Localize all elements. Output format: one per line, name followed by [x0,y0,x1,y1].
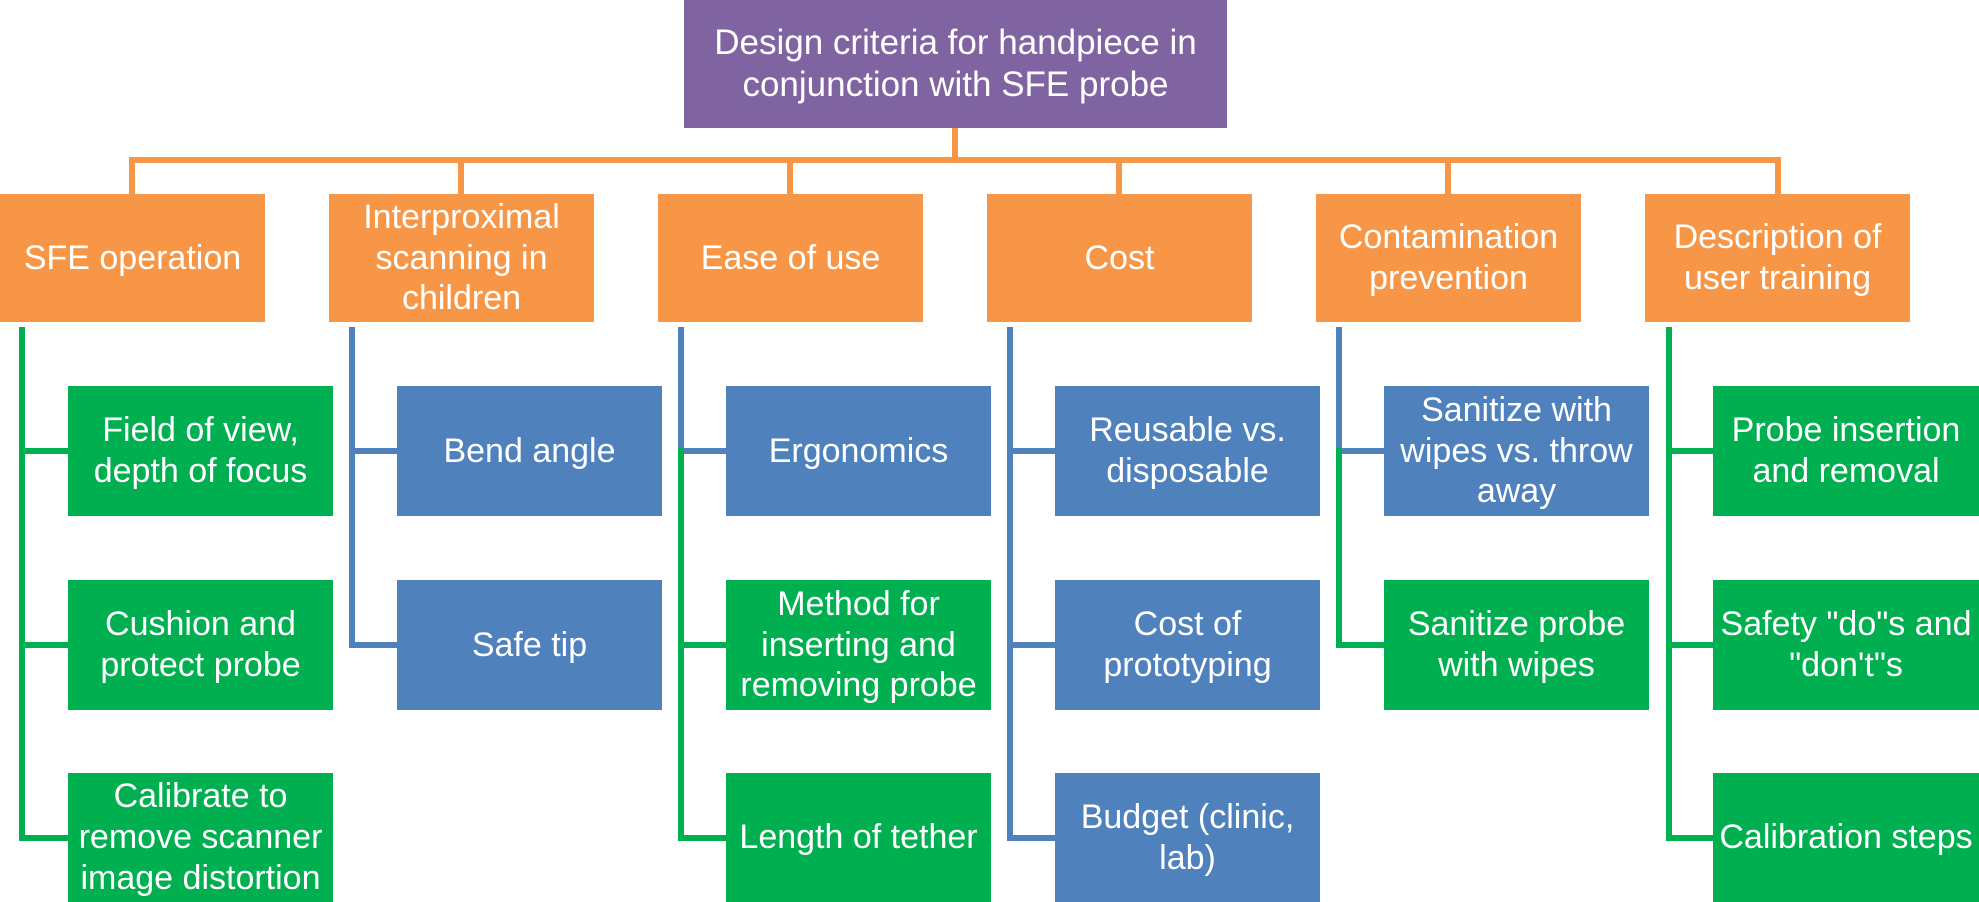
item-safe-tip: Safe tip [397,580,662,710]
item-ergonomics: Ergonomics [726,386,991,516]
category-sfe-operation: SFE operation [0,194,265,322]
item-label: Sanitize with wipes vs. throw away [1400,390,1633,511]
item-sanitize-vs-throw-away: Sanitize with wipes vs. throw away [1384,386,1649,516]
item-label: Safety "do"s and "don't"s [1720,605,1972,684]
category-label: Ease of use [700,238,881,277]
item-label: Cost of prototyping [1103,605,1272,684]
category-cost: Cost [987,194,1252,322]
category-contamination-prevention: Contamination prevention [1316,194,1581,322]
item-label: Length of tether [739,818,978,857]
category-label: Description of user training [1673,218,1882,297]
item-label: Safe tip [471,625,588,664]
item-label: Calibration steps [1719,818,1973,857]
item-budget: Budget (clinic, lab) [1055,773,1320,902]
item-bend-angle: Bend angle [397,386,662,516]
item-label: Probe insertion and removal [1731,411,1961,490]
item-label: Calibrate to remove scanner image distor… [78,777,323,897]
item-label: Bend angle [443,431,616,470]
item-sanitize-probe: Sanitize probe with wipes [1384,580,1649,710]
root-node: Design criteria for handpiece in conjunc… [684,0,1227,128]
item-probe-insertion-removal: Probe insertion and removal [1713,386,1979,516]
item-cushion-protect-probe: Cushion and protect probe [68,580,333,710]
root-label: Design criteria for handpiece in conjunc… [714,23,1197,104]
category-ease-of-use: Ease of use [658,194,923,322]
item-method-inserting: Method for inserting and removing probe [726,580,991,710]
item-label: Budget (clinic, lab) [1080,797,1295,877]
category-label: Cost [1084,238,1155,277]
item-field-of-view: Field of view, depth of focus [68,386,333,516]
item-label: Ergonomics [768,431,949,470]
item-calibrate-distortion: Calibrate to remove scanner image distor… [68,773,333,902]
category-label: Contamination prevention [1338,218,1559,297]
item-length-of-tether: Length of tether [726,773,991,902]
item-safety-dos-donts: Safety "do"s and "don't"s [1713,580,1979,710]
item-label: Field of view, depth of focus [93,411,308,490]
category-label: SFE operation [23,238,242,277]
item-cost-of-prototyping: Cost of prototyping [1055,580,1320,710]
item-calibration-steps: Calibration steps [1713,773,1979,902]
item-label: Method for inserting and removing probe [740,584,977,705]
item-label: Reusable vs. disposable [1089,411,1286,490]
item-label: Sanitize probe with wipes [1407,605,1626,684]
category-label: Interproximal scanning in children [363,197,560,318]
item-reusable-vs-disposable: Reusable vs. disposable [1055,386,1320,516]
category-user-training: Description of user training [1645,194,1910,322]
item-label: Cushion and protect probe [100,605,301,684]
category-interproximal-scanning: Interproximal scanning in children [329,194,594,322]
